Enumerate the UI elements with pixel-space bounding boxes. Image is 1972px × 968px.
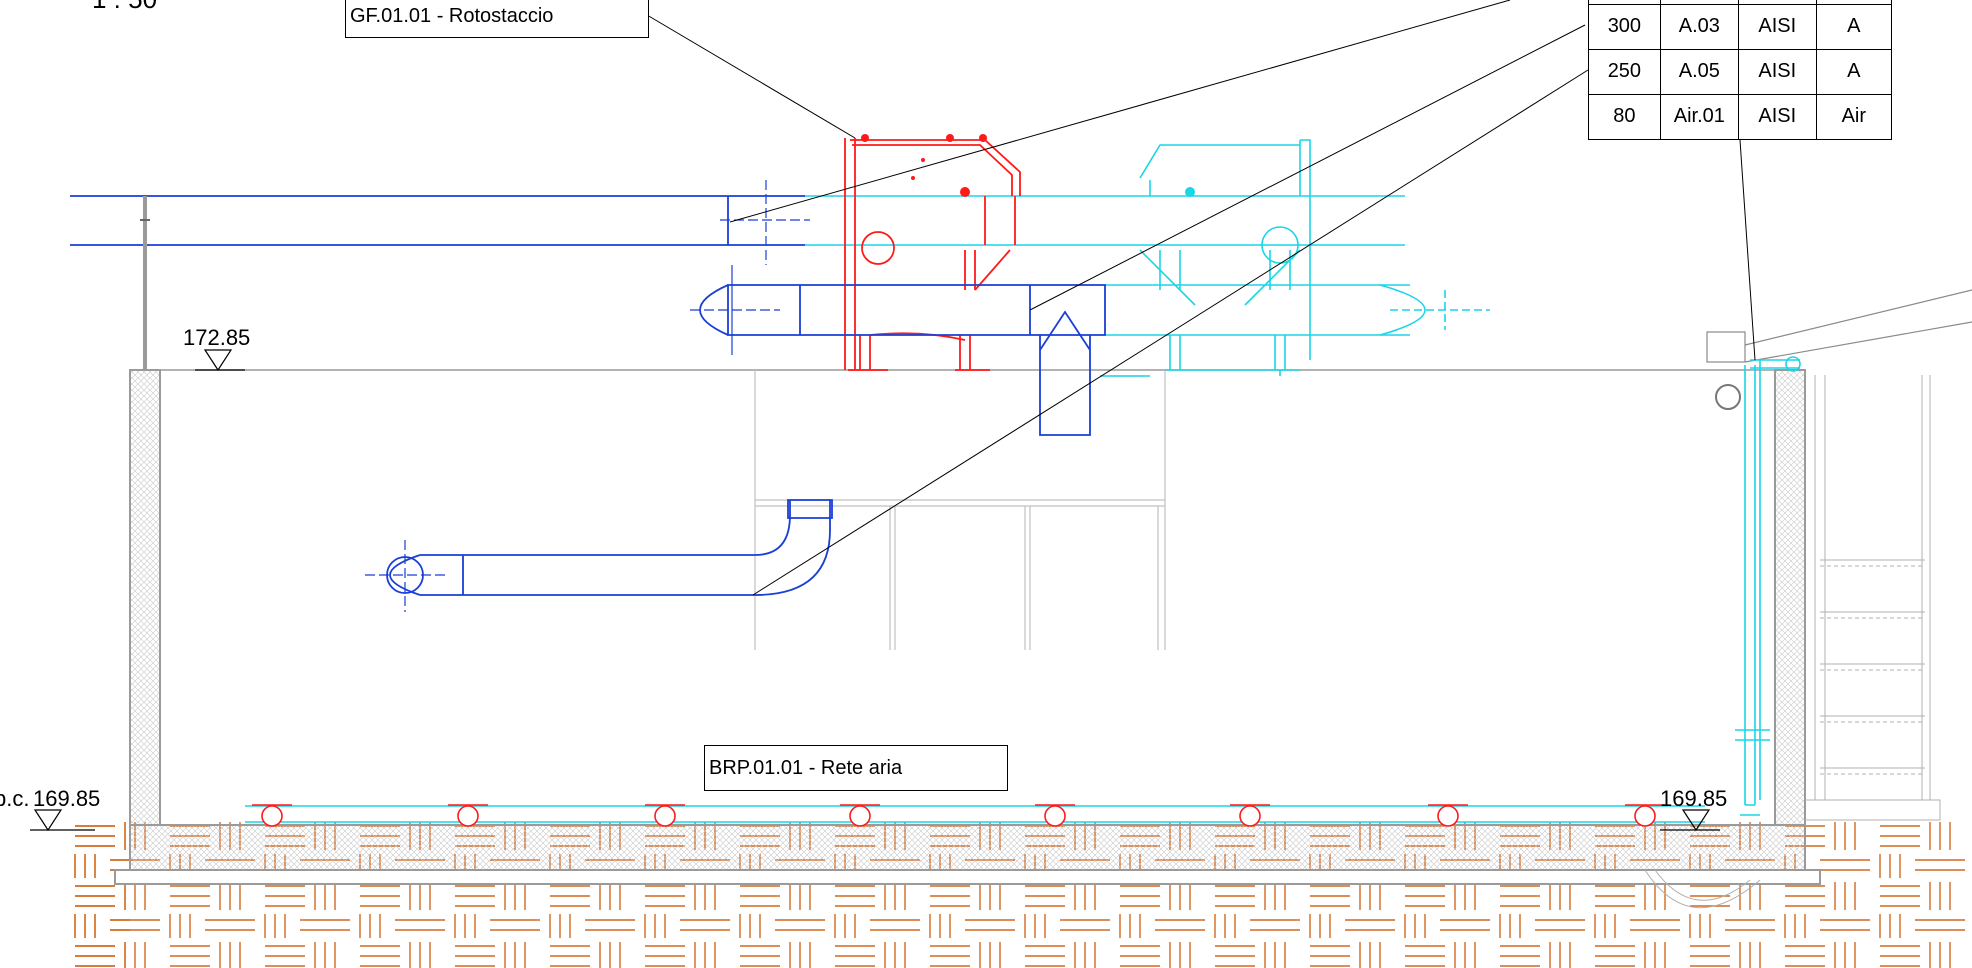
elevation-floor-right: 169.85 bbox=[1660, 786, 1727, 811]
pipe-fluid: A bbox=[1815, 48, 1893, 95]
elevation-floor-left: 169.85 bbox=[33, 786, 100, 811]
tank-left-wall bbox=[129, 369, 161, 826]
elevation-top: 172.85 bbox=[183, 325, 250, 350]
pipe-fluid: Air bbox=[1815, 93, 1893, 140]
blue-pipes bbox=[70, 180, 1106, 612]
ground-hatch-left bbox=[70, 822, 130, 968]
staircase bbox=[1644, 375, 1941, 909]
tank-slab bbox=[129, 824, 1806, 871]
red-details bbox=[861, 134, 987, 197]
pipe-spec-table: 300 A.03 AISI A 250 A.05 AISI A 80 Air.0… bbox=[1588, 0, 1893, 140]
diffuser bbox=[840, 804, 880, 827]
diffuser bbox=[1625, 804, 1665, 827]
pipe-diameter: 80 bbox=[1588, 93, 1661, 140]
support-structure bbox=[754, 370, 1166, 650]
pipe-diameter: 300 bbox=[1588, 3, 1661, 50]
lean-concrete bbox=[114, 869, 1821, 885]
pipe-material: AISI bbox=[1737, 93, 1817, 140]
diffuser bbox=[252, 804, 292, 827]
elevation-floor-left-prefix: p.c. bbox=[0, 786, 29, 811]
pipe-code: A.03 bbox=[1659, 3, 1739, 50]
diffuser bbox=[1428, 804, 1468, 827]
rete-aria-label: BRP.01.01 - Rete aria bbox=[704, 745, 1008, 791]
diffuser bbox=[1035, 804, 1075, 827]
rotostaccio-label: GF.01.01 - Rotostaccio bbox=[345, 0, 649, 38]
drawing-scale: 1 : 50 bbox=[92, 0, 157, 14]
elevation-markers bbox=[30, 349, 1720, 832]
pipe-code: A.05 bbox=[1659, 48, 1739, 95]
diffuser bbox=[645, 804, 685, 827]
pipe-fluid: A bbox=[1815, 3, 1893, 50]
diffuser bbox=[448, 804, 488, 827]
pipe-material: AISI bbox=[1737, 3, 1817, 50]
tank-right-wall bbox=[1774, 369, 1806, 826]
cyan-dot bbox=[1185, 187, 1195, 197]
leader-lines bbox=[646, 0, 1756, 596]
red-rotostaccio bbox=[844, 138, 1021, 371]
red-diffusers bbox=[252, 804, 1665, 827]
diffuser bbox=[1230, 804, 1270, 827]
pipe-table-row: 80 Air.01 AISI Air bbox=[1588, 93, 1893, 140]
pipe-material: AISI bbox=[1737, 48, 1817, 95]
pipe-diameter: 250 bbox=[1588, 48, 1661, 95]
canopy bbox=[1706, 289, 1972, 410]
pipe-code: Air.01 bbox=[1659, 93, 1739, 140]
pipe-table-row: 250 A.05 AISI A bbox=[1588, 48, 1893, 95]
pipe-table-row: 300 A.03 AISI A bbox=[1588, 3, 1893, 50]
cyan-equipment bbox=[245, 139, 1801, 823]
